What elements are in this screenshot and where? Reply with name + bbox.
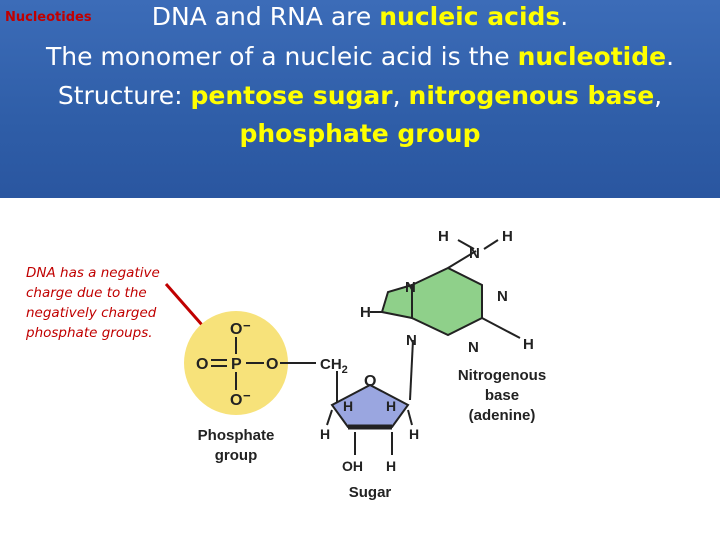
title-line-4: phosphate group — [0, 119, 720, 148]
sugar-CH2: CH2 — [320, 356, 348, 376]
phosphate-O-top: O — [230, 321, 242, 338]
svg-text:H: H — [523, 336, 534, 353]
highlight-phosphate-group: phosphate group — [239, 119, 481, 148]
svg-text:−: − — [243, 318, 251, 333]
svg-text:H: H — [409, 426, 419, 442]
base-label-2: base — [485, 387, 519, 404]
svg-text:H: H — [343, 398, 353, 414]
svg-text:OH: OH — [342, 458, 363, 474]
negative-charge-note: DNA has a negative charge due to the neg… — [26, 265, 160, 341]
base-amine-N: N — [469, 245, 480, 262]
highlight-nitrogenous-base: nitrogenous base — [408, 81, 655, 110]
phosphate-P: P — [231, 356, 242, 373]
phosphate-O-right: O — [266, 356, 278, 373]
base-label-1: Nitrogenous — [458, 367, 546, 384]
base-label-3: (adenine) — [469, 407, 536, 424]
svg-text:N: N — [497, 288, 508, 305]
title-line-1: DNA and RNA are nucleic acids. — [151, 2, 569, 31]
title-banner — [0, 0, 720, 198]
sugar-ring-O: O — [364, 373, 376, 390]
highlight-pentose-sugar: pentose sugar — [190, 81, 393, 110]
title-line-2: The monomer of a nucleic acid is the nuc… — [45, 42, 675, 71]
svg-text:H: H — [320, 426, 330, 442]
svg-text:−: − — [243, 388, 251, 403]
svg-text:N: N — [406, 332, 417, 349]
phosphate-label-1: Phosphate — [198, 427, 275, 444]
title-line-3: Structure: pentose sugar, nitrogenous ba… — [57, 81, 663, 110]
highlight-nucleotide: nucleotide — [517, 42, 667, 71]
phosphate-label-2: group — [215, 447, 258, 464]
svg-text:H: H — [438, 228, 449, 245]
svg-text:H: H — [386, 458, 396, 474]
sugar-label: Sugar — [349, 484, 392, 501]
phosphate-O-left: O — [196, 356, 208, 373]
svg-text:N: N — [405, 279, 416, 296]
slide-label: Nucleotides — [5, 10, 92, 25]
svg-text:H: H — [386, 398, 396, 414]
phosphate-O-bottom: O — [230, 392, 242, 409]
svg-text:H: H — [360, 304, 371, 321]
svg-text:H: H — [502, 228, 513, 245]
svg-text:N: N — [468, 339, 479, 356]
highlight-nucleic-acids: nucleic acids — [379, 2, 561, 31]
phosphate-circle — [184, 311, 288, 415]
base-six-ring — [411, 266, 483, 337]
